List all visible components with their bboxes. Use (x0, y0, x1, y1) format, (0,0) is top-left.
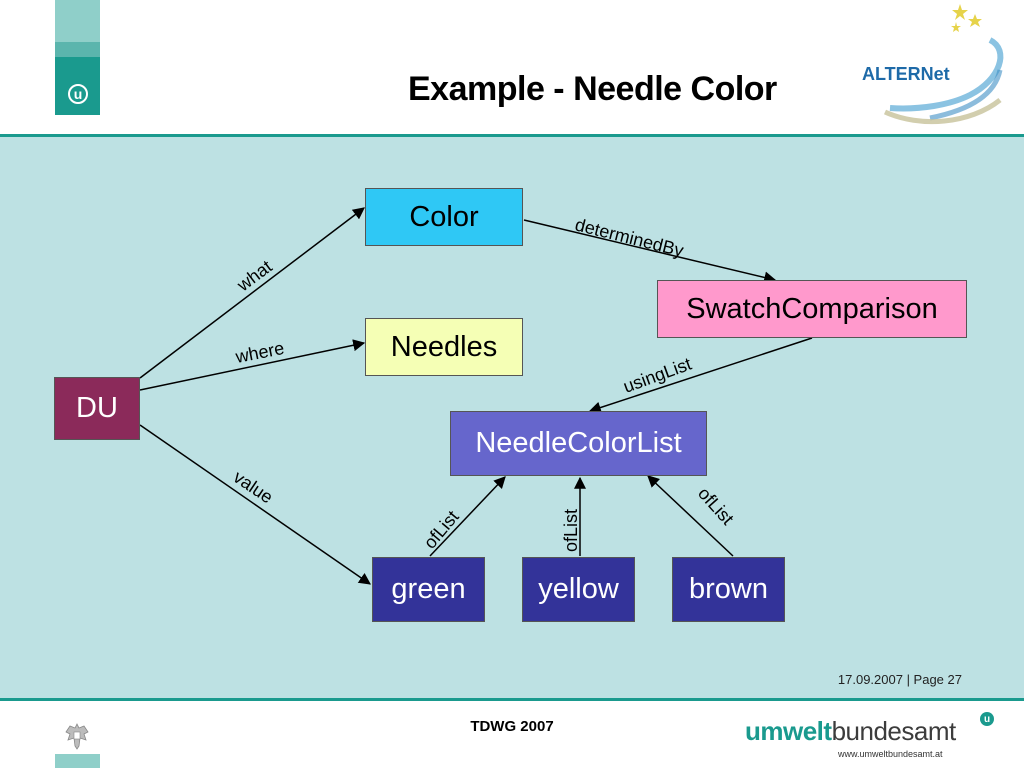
node-du: DU (54, 377, 140, 440)
brand-regular: bundesamt (831, 716, 957, 746)
node-swatchcomparison: SwatchComparison (657, 280, 967, 338)
footer-teal-bar (55, 754, 100, 768)
date-page-label: 17.09.2007 | Page 27 (837, 672, 962, 687)
edge-label-value: value (230, 467, 277, 508)
edge-oflist-brown (647, 475, 734, 557)
node-yellow: yellow (522, 557, 635, 622)
alternet-logo: ALTERNet (862, 4, 1004, 125)
header-teal-bar-light (55, 0, 100, 42)
node-needles: Needles (365, 318, 523, 376)
edge-value (139, 424, 371, 585)
header-teal-bar-mid (55, 42, 100, 57)
austrian-eagle-icon (65, 723, 89, 750)
edge-label-oflist-brown: ofList (694, 483, 738, 528)
edge-label-determinedBy: determinedBy (573, 214, 686, 260)
node-color: Color (365, 188, 523, 246)
stars-icon (951, 4, 982, 32)
edge-label-usingList: usingList (621, 354, 695, 397)
umweltbundesamt-brand: umweltbundesamt (745, 716, 956, 747)
edge-usingList (588, 337, 813, 414)
node-needlecolorlist: NeedleColorList (450, 411, 707, 476)
node-brown: brown (672, 557, 785, 622)
edge-what (139, 207, 365, 379)
edge-label-where: where (233, 338, 286, 367)
brand-bold: umwelt (745, 716, 832, 746)
edge-determinedBy (523, 219, 777, 284)
slide-footer (0, 701, 1024, 768)
edge-label-what: what (233, 256, 276, 295)
brand-mark-icon: u (980, 712, 994, 726)
alternet-logo-text: ALTERNet (862, 64, 950, 84)
slide-title: Example - Needle Color (408, 70, 777, 108)
edge-where (139, 339, 366, 391)
edge-oflist-green (429, 476, 506, 557)
slide-header: u Example - Needle Color ALTERNet (0, 0, 1024, 134)
footer-center-text: TDWG 2007 (470, 718, 554, 735)
umweltbundesamt-logo-icon: u (68, 84, 88, 104)
edge-label-oflist-green: ofList (420, 507, 463, 553)
header-divider (0, 134, 1024, 137)
footer-divider (0, 698, 1024, 701)
edge-label-oflist-yellow: ofList (561, 509, 581, 552)
footer-url: www.umweltbundesamt.at (838, 749, 943, 759)
node-green: green (372, 557, 485, 622)
